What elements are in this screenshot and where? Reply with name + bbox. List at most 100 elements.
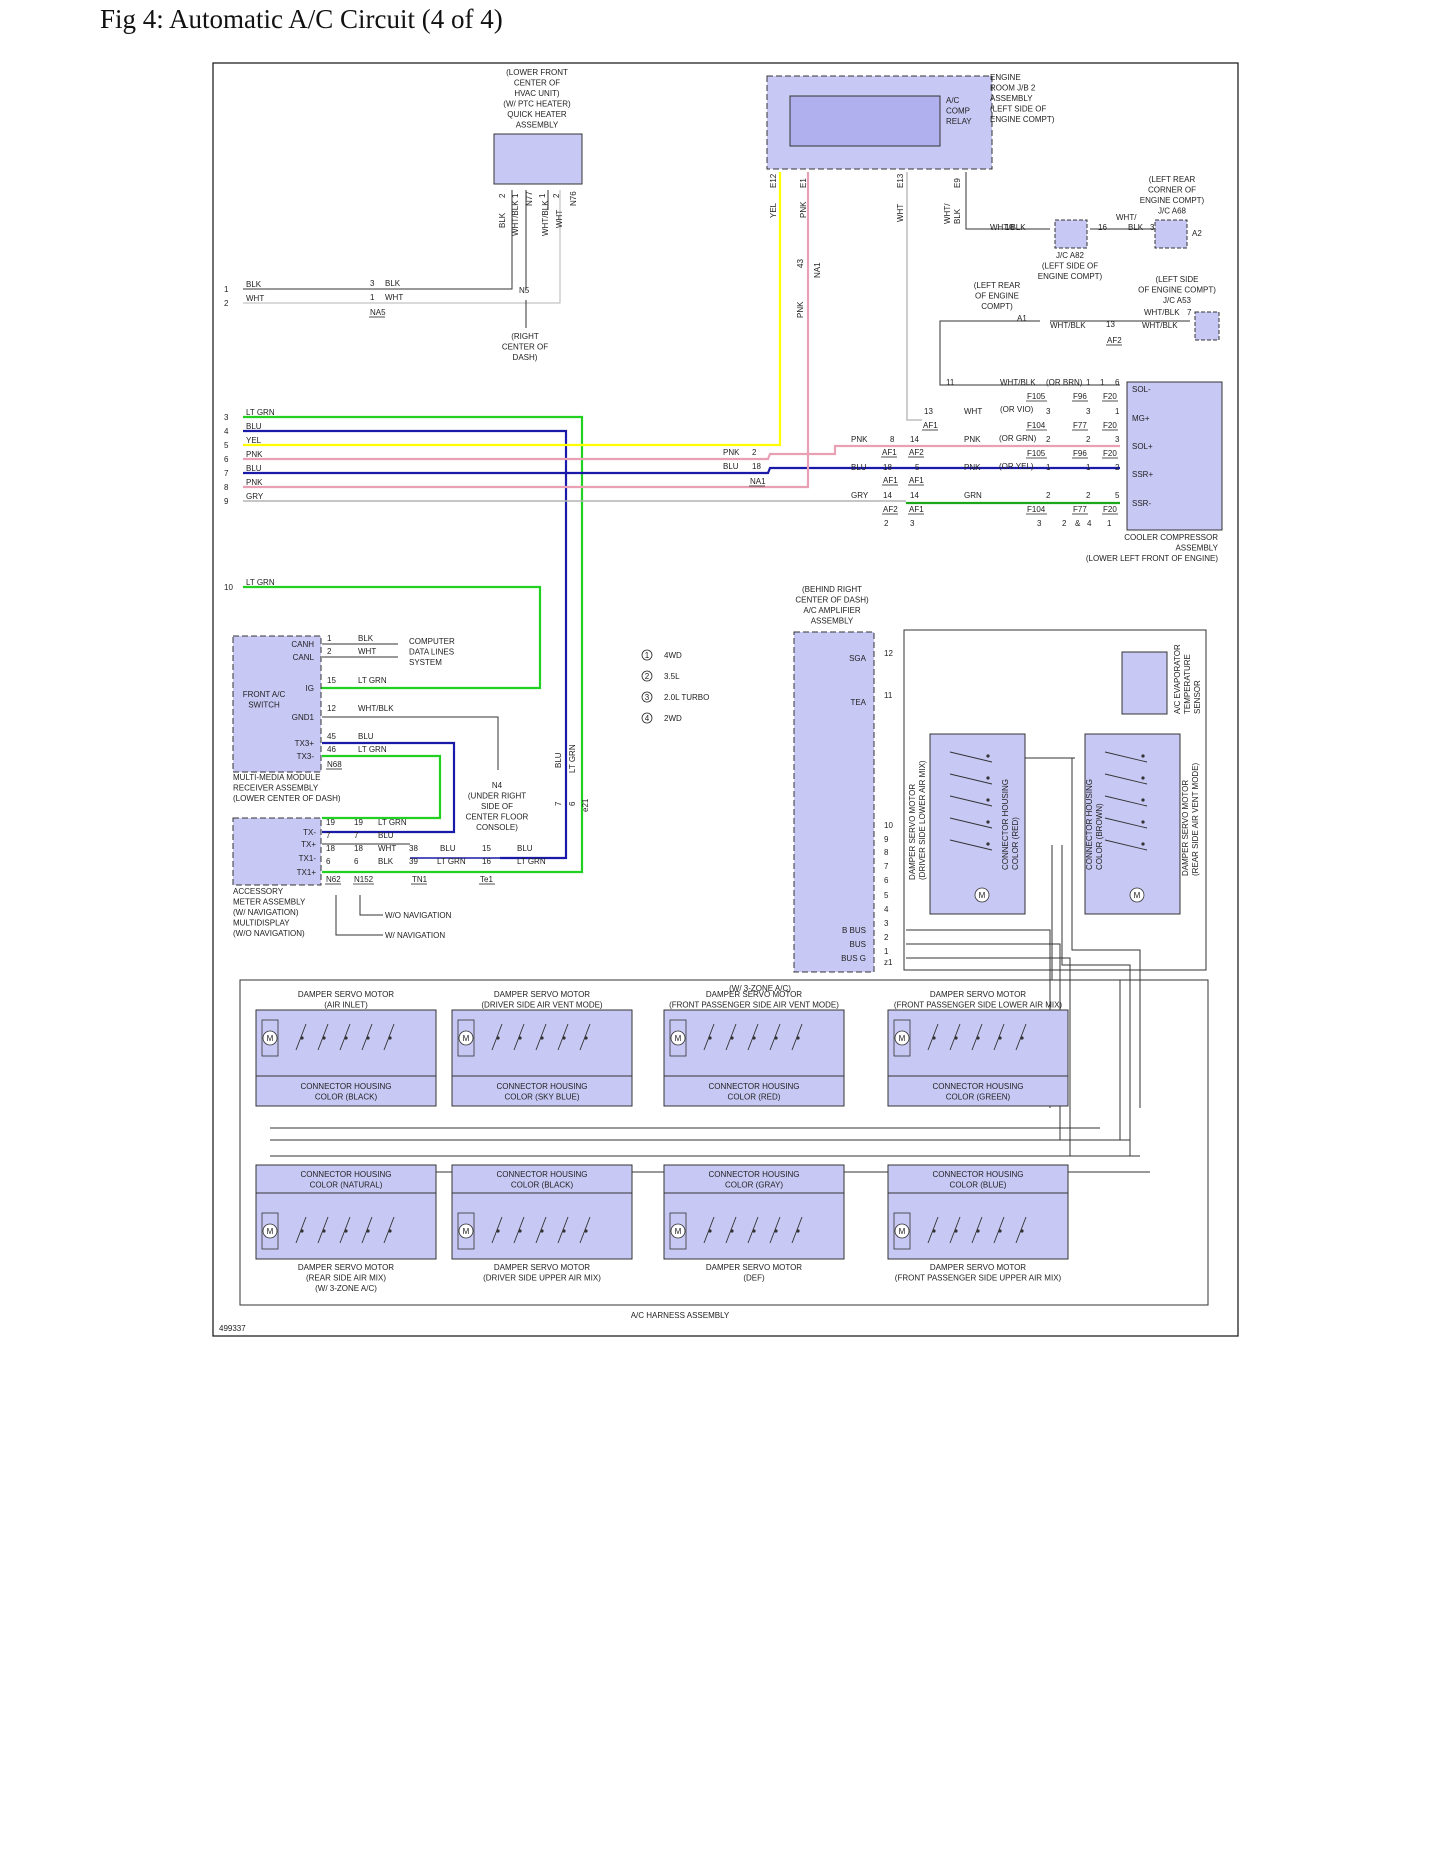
jc-a68 (1154, 219, 1188, 249)
wire-label: F20 (1103, 449, 1117, 458)
front-ac-switch-label: SWITCH (248, 701, 280, 710)
wire-label: 7 (326, 831, 331, 840)
wire-label: 3 (370, 279, 375, 288)
servo-title: (W/ 3-ZONE A/C) (315, 1284, 377, 1293)
meter-pin: TX+ (301, 840, 316, 849)
cooler-compressor-label: ASSEMBLY (1175, 544, 1218, 553)
wire-label: WHT/BLK (1142, 321, 1178, 330)
wire-label: E1 (799, 178, 808, 188)
switch-pin: IG (306, 684, 314, 693)
motor-symbol: M (675, 1227, 682, 1236)
meter-pin: TX1+ (297, 868, 317, 877)
wire-label: 9 (884, 835, 889, 844)
wire-label: 13 (1106, 320, 1115, 329)
wire-label: LT GRN (378, 818, 407, 827)
wire-label: BLK (953, 208, 962, 224)
wire-label: BLU (378, 831, 394, 840)
servo-connector-label: CONNECTOR HOUSING (709, 1082, 800, 1091)
meter-pin: TX- (303, 828, 316, 837)
servo-motor-row1: M (451, 1009, 633, 1077)
wire-label: 15 (482, 844, 491, 853)
n4-label: CONSOLE) (476, 823, 518, 832)
wire-label: WHT/BLK (990, 223, 1026, 232)
wire-label: BLU (358, 732, 374, 741)
accessory-meter-label: MULTIDISPLAY (233, 919, 290, 928)
wire-label: WHT/BLK (1144, 308, 1180, 317)
jc-a53-label: J/C A53 (1163, 296, 1192, 305)
servo-connector-label: CONNECTOR HOUSING (933, 1082, 1024, 1091)
n4-label: CENTER FLOOR (466, 813, 529, 822)
servo-connector-label: CONNECTOR HOUSING (933, 1170, 1024, 1179)
wire-label: 6 (568, 801, 577, 806)
left-pin-number: 2 (224, 299, 229, 308)
wire-ltgrn-tx3 (322, 754, 442, 820)
computer-data-label: COMPUTER (409, 637, 455, 646)
quick-heater-label: (LOWER FRONT (506, 68, 568, 77)
amp-pin: BUS (850, 940, 866, 949)
quick-heater-label: HVAC UNIT) (514, 89, 560, 98)
jc-a82 (1054, 219, 1088, 249)
motor-symbol: M (267, 1227, 274, 1236)
wire-label: 3 (1037, 519, 1042, 528)
conn-brown-label: COLOR (BROWN) (1095, 803, 1104, 870)
servo-rear-vent-label: DAMPER SERVO MOTOR (1181, 780, 1190, 876)
engine-room-jb-label: (LEFT SIDE OF (990, 105, 1046, 114)
jc-a68-label: CORNER OF (1148, 186, 1196, 195)
left-pin-number: 4 (224, 427, 229, 436)
motor-symbol: M (463, 1034, 470, 1043)
servo-title: (FRONT PASSENGER SIDE UPPER AIR MIX) (895, 1274, 1062, 1283)
servo-title: DAMPER SERVO MOTOR (494, 990, 590, 999)
wire-label: PNK (723, 448, 740, 457)
wire-label: 12 (884, 649, 893, 658)
servo-driver-lower-label: DAMPER SERVO MOTOR (908, 784, 917, 880)
left-pin-number: 3 (224, 413, 229, 422)
wire-label: 6 (354, 857, 359, 866)
wire-label: PNK (796, 301, 805, 318)
wire-label: 1 (1086, 463, 1091, 472)
n4-label: (UNDER RIGHT (468, 792, 526, 801)
wire-label: 5 (915, 463, 920, 472)
servo-title: DAMPER SERVO MOTOR (706, 990, 802, 999)
left-rear-engine-label: OF ENGINE (975, 292, 1019, 301)
wire-label: BLK (378, 857, 394, 866)
wire-label: GRY (851, 491, 869, 500)
wire-label: E13 (896, 173, 905, 188)
servo-rear-vent-label: (REAR SIDE AIR VENT MODE) (1191, 762, 1200, 876)
wire-label: 16 (1098, 223, 1107, 232)
legend-number: 2 (645, 672, 650, 681)
wires (243, 172, 1120, 874)
compressor-pin: SOL+ (1132, 442, 1153, 451)
wire-label: 2 (884, 519, 889, 528)
wire-label: 2 (1062, 519, 1067, 528)
wire-label: 7 (354, 831, 359, 840)
legend-label: 4WD (664, 651, 682, 660)
wire-label: TN1 (412, 875, 428, 884)
wire-label: 11 (946, 378, 955, 387)
wire-label: F20 (1103, 392, 1117, 401)
wire-label: (OR BRN) (1046, 378, 1083, 387)
wire-label: 4 (1087, 519, 1092, 528)
wire-label: WHT/BLK (1000, 378, 1036, 387)
wire-label: AF1 (883, 476, 898, 485)
switch-pin: CANL (293, 653, 315, 662)
jc-a82-label: (LEFT SIDE OF (1042, 262, 1098, 271)
wire-label: 3 (884, 919, 889, 928)
wire-label: 2 (752, 448, 757, 457)
wire-label: AF1 (909, 505, 924, 514)
accessory-meter-label: (W/ NAVIGATION) (233, 908, 299, 917)
wire-label: AF1 (882, 448, 897, 457)
wire-label: BLU (440, 844, 456, 853)
switch-pin: CANH (291, 640, 314, 649)
wire-label: 7 (1187, 308, 1192, 317)
wire-label: 1 (1100, 378, 1105, 387)
wire-label: YEL (769, 202, 778, 218)
wire-label: WHT/BLK (511, 200, 520, 236)
wire-label: PNK (851, 435, 868, 444)
evap-sensor-label: A/C EVAPORATOR (1173, 644, 1182, 714)
wire-label: WHT (964, 407, 982, 416)
wire-label: WHT/BLK (541, 200, 550, 236)
servo-motor-row2: M (887, 1192, 1069, 1260)
